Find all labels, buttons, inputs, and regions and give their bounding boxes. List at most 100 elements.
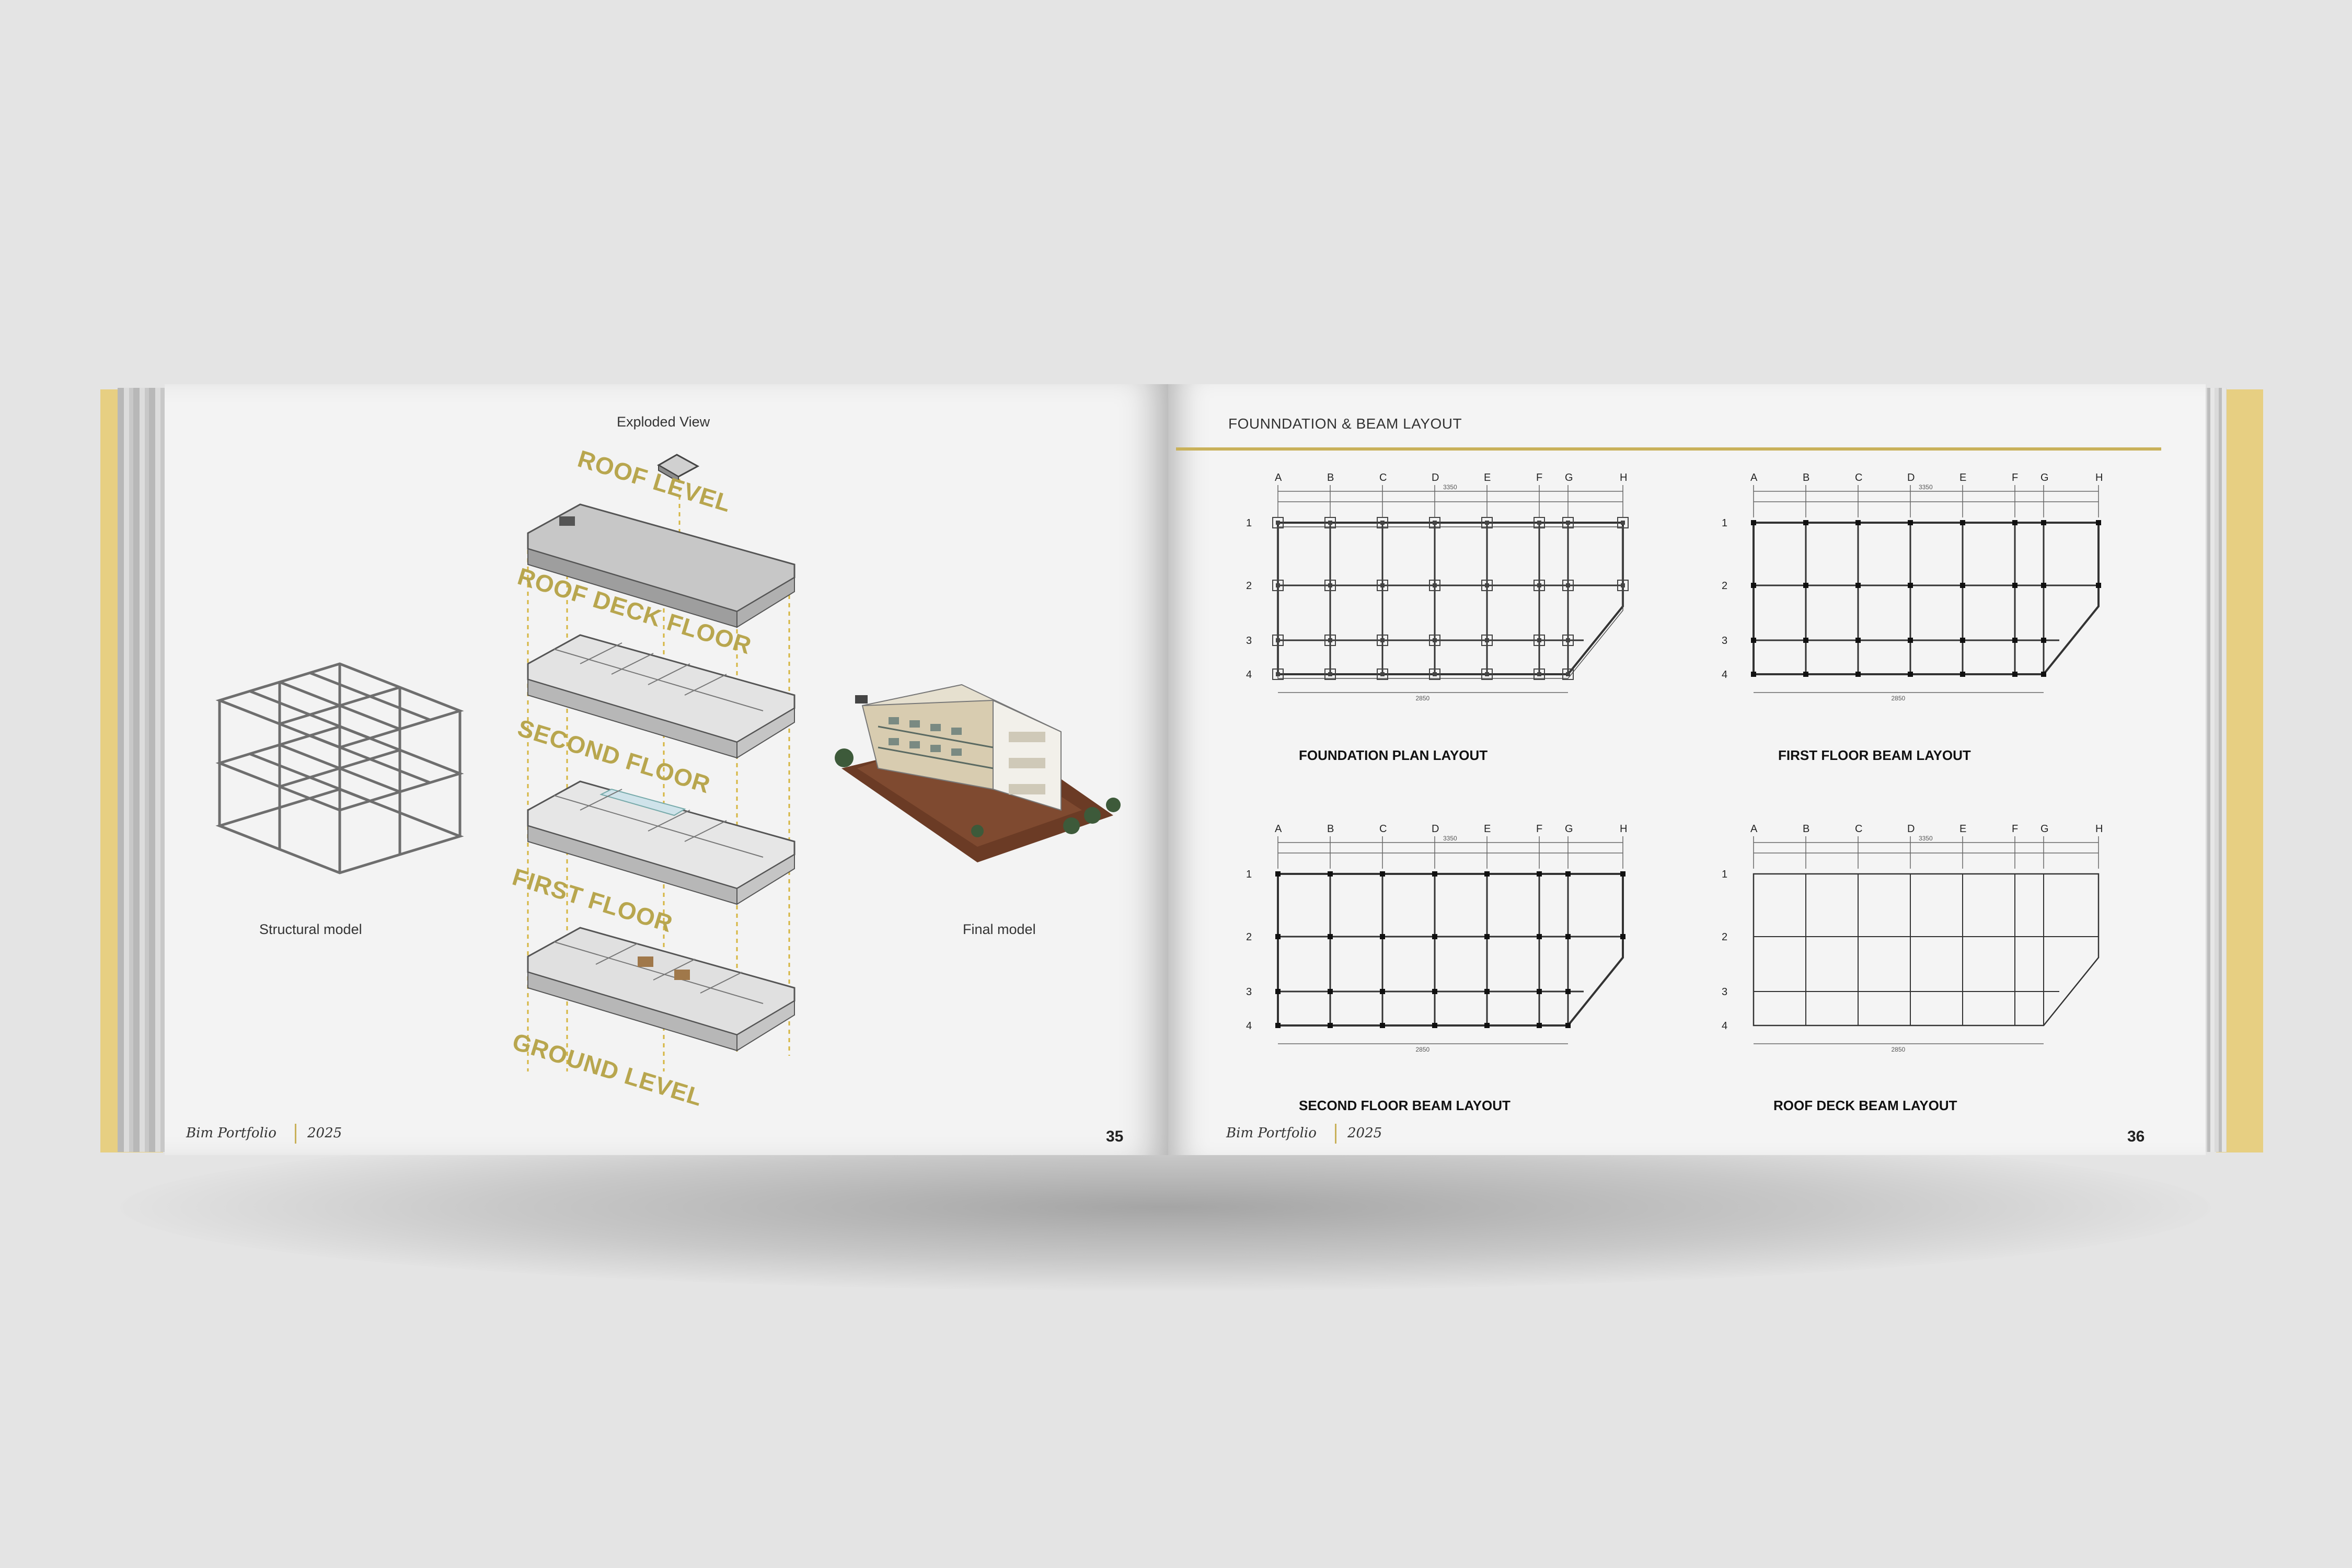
- column-node: [1960, 638, 1965, 643]
- second-floor-beam-plan-title: SECOND FLOOR BEAM LAYOUT: [1299, 1098, 1511, 1113]
- grid-row-label: 3: [1246, 986, 1252, 998]
- grid-column-label: H: [2095, 823, 2103, 835]
- structural-model-illustration: [215, 662, 464, 874]
- first-floor-beam-plan-title: FIRST FLOOR BEAM LAYOUT: [1778, 747, 1971, 763]
- wall-footing-line: [1277, 526, 1623, 679]
- grid-column-label: A: [1275, 823, 1282, 835]
- column-node: [1380, 521, 1385, 525]
- grid-row-label: 4: [1246, 1020, 1252, 1032]
- grid-column-label: E: [1959, 472, 1966, 483]
- grid-row-label: 4: [1722, 669, 1727, 681]
- column-node: [1908, 672, 1913, 677]
- column-node: [2041, 583, 2046, 588]
- grid-row-label: 1: [1722, 517, 1727, 529]
- column-node: [1484, 989, 1490, 994]
- column-footing: [1562, 580, 1574, 591]
- column-footing: [1377, 517, 1388, 528]
- grid-row-label: 3: [1246, 635, 1252, 647]
- column-footing: [1534, 635, 1545, 646]
- column-node: [1960, 672, 1965, 677]
- grid-column-label: H: [1620, 823, 1627, 835]
- column-node: [1537, 871, 1542, 877]
- column-node: [1328, 1023, 1333, 1028]
- column-node: [1485, 521, 1489, 525]
- second-floor-slab: [527, 634, 795, 759]
- ground-level-slab: [527, 927, 795, 1052]
- column-node: [1484, 1023, 1490, 1028]
- left-page-number: 35: [1106, 1128, 1124, 1145]
- column-node: [1855, 672, 1861, 677]
- column-node: [1433, 583, 1437, 587]
- left-footer-year: 2025: [307, 1125, 342, 1141]
- column-node: [1432, 1023, 1437, 1028]
- top-dimension-label: 3350: [1919, 483, 1933, 491]
- column-footing: [1429, 635, 1440, 646]
- column-node: [2041, 520, 2046, 525]
- column-footing: [1481, 668, 1493, 680]
- column-node: [1537, 583, 1541, 587]
- grid-row-label: 4: [1722, 1020, 1727, 1032]
- column-node: [1485, 638, 1489, 642]
- column-footing: [1324, 517, 1336, 528]
- grid-column-label: E: [1484, 823, 1491, 835]
- grid-row-label: 3: [1722, 635, 1727, 647]
- column-node: [1380, 871, 1385, 877]
- column-node: [1566, 583, 1570, 587]
- column-node: [2012, 520, 2017, 525]
- roof-deck-slab: [527, 503, 795, 628]
- column-node: [1620, 934, 1625, 939]
- column-node: [1565, 989, 1571, 994]
- column-node: [1566, 638, 1570, 642]
- grid-column-label: C: [1855, 823, 1862, 835]
- column-node: [1380, 934, 1385, 939]
- grid-row-label: 4: [1246, 669, 1252, 681]
- column-node: [1565, 1023, 1571, 1028]
- column-node: [1566, 672, 1570, 676]
- bottom-dimension-label: 2850: [1892, 1046, 1906, 1053]
- column-footing: [1562, 517, 1574, 528]
- column-node: [1433, 638, 1437, 642]
- column-node: [1855, 520, 1861, 525]
- column-node: [2012, 638, 2017, 643]
- foundation-plan-title: FOUNDATION PLAN LAYOUT: [1299, 747, 1488, 763]
- column-node: [1855, 638, 1861, 643]
- right-footer-title: Bim Portfolio: [1226, 1125, 1317, 1141]
- column-footing: [1534, 668, 1545, 680]
- right-footer-year: 2025: [1347, 1125, 1382, 1141]
- column-footing: [1377, 635, 1388, 646]
- column-node: [1328, 934, 1333, 939]
- column-node: [1276, 638, 1280, 642]
- column-node: [2096, 583, 2101, 588]
- column-node: [1433, 521, 1437, 525]
- plan-outline: [1753, 873, 2100, 1027]
- column-node: [2096, 520, 2101, 525]
- column-footing: [1377, 668, 1388, 680]
- grid-column-label: D: [1432, 472, 1439, 483]
- grid-column-label: A: [1275, 472, 1282, 483]
- grid-column-label: B: [1327, 472, 1334, 483]
- column-node: [1565, 934, 1571, 939]
- column-node: [1276, 521, 1280, 525]
- right-footer-divider: [1335, 1124, 1336, 1144]
- grid-column-label: F: [1536, 823, 1542, 835]
- column-node: [1908, 638, 1913, 643]
- column-node: [2012, 672, 2017, 677]
- left-footer-divider: [295, 1124, 296, 1144]
- grid-column-label: E: [1959, 823, 1966, 835]
- grid-row-label: 1: [1722, 869, 1727, 880]
- grid-column-label: F: [2012, 472, 2018, 483]
- column-node: [1275, 1023, 1281, 1028]
- column-node: [1537, 934, 1542, 939]
- column-footing: [1562, 668, 1574, 680]
- column-node: [1960, 583, 1965, 588]
- roof-deck-beam-plan-title: ROOF DECK BEAM LAYOUT: [1773, 1098, 1957, 1113]
- grid-column-label: D: [1907, 472, 1915, 483]
- column-footing: [1324, 580, 1336, 591]
- column-footing: [1272, 668, 1284, 680]
- column-footing: [1324, 668, 1336, 680]
- column-node: [1751, 672, 1756, 677]
- top-dimension-label: 3350: [1443, 483, 1457, 491]
